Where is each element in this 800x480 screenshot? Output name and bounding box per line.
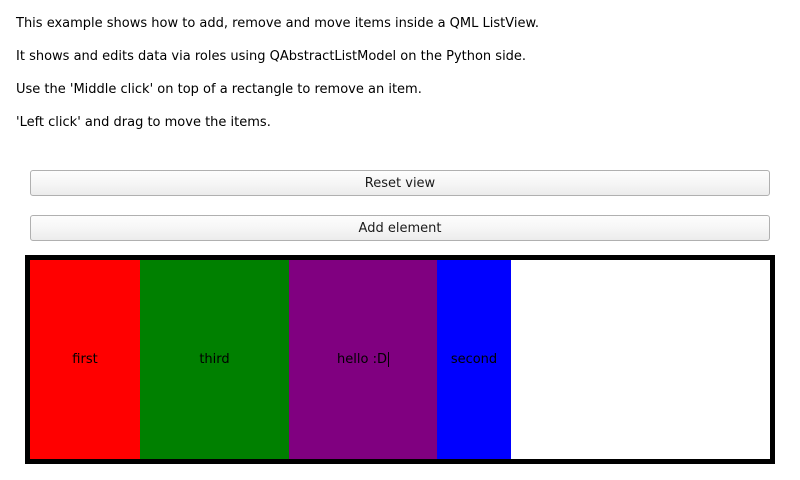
list-item-third[interactable]: third xyxy=(140,260,289,459)
instructions-block: This example shows how to add, remove an… xyxy=(16,17,790,149)
list-item-label: third xyxy=(199,352,230,367)
list-item-label: second xyxy=(450,352,498,367)
list-item-second[interactable]: second xyxy=(437,260,511,459)
list-item-label: first xyxy=(72,352,98,367)
text-cursor-icon xyxy=(387,352,389,367)
add-element-button[interactable]: Add element xyxy=(30,215,770,241)
reset-view-button[interactable]: Reset view xyxy=(30,170,770,196)
listview-frame: first third hello :D second xyxy=(25,255,775,464)
list-item-hello[interactable]: hello :D xyxy=(289,260,437,459)
instruction-line-2: It shows and edits data via roles using … xyxy=(16,49,527,64)
list-item-label: hello :D xyxy=(337,352,387,367)
list-item-first[interactable]: first xyxy=(30,260,140,459)
listview: first third hello :D second xyxy=(30,260,770,459)
instruction-line-4: 'Left click' and drag to move the items. xyxy=(16,115,271,130)
instruction-line-1: This example shows how to add, remove an… xyxy=(16,16,540,31)
item-text-input[interactable]: hello :D xyxy=(337,352,389,367)
instruction-line-3: Use the 'Middle click' on top of a recta… xyxy=(16,82,422,97)
